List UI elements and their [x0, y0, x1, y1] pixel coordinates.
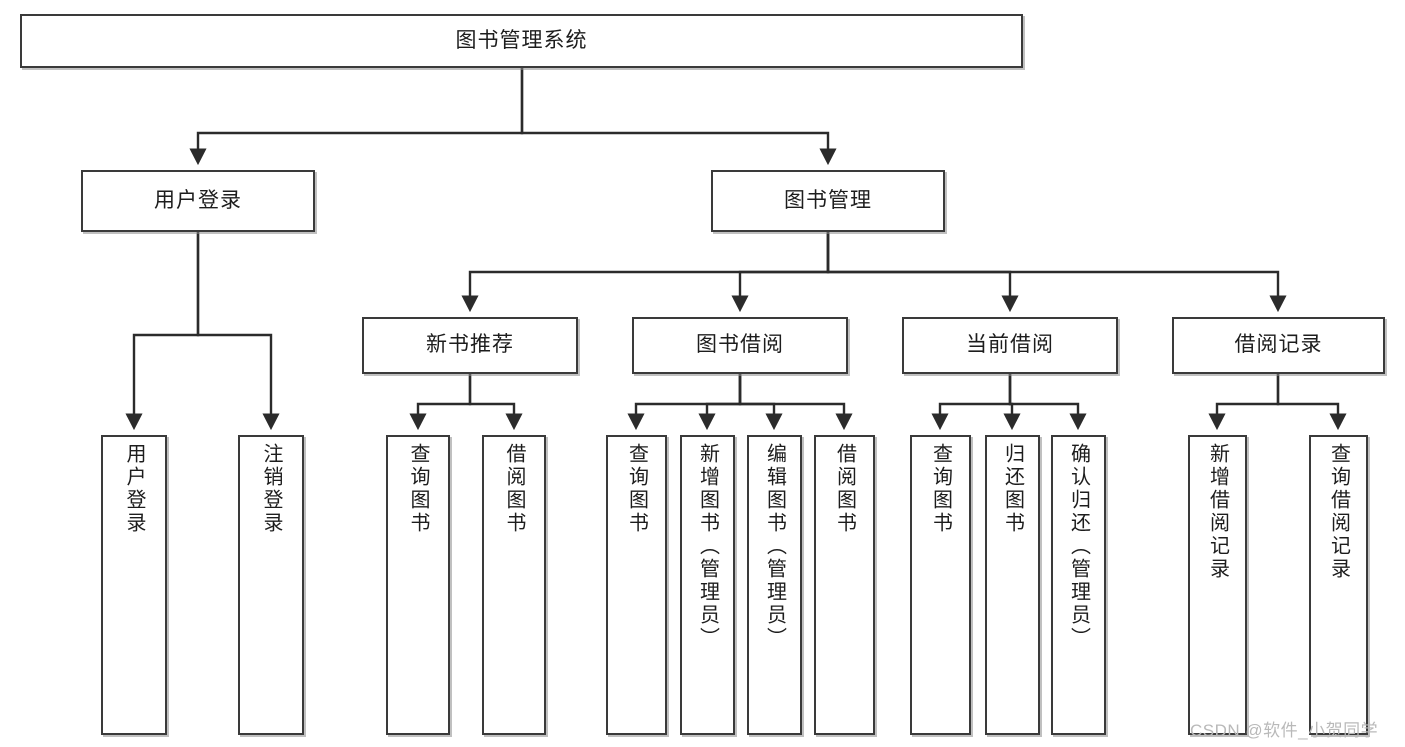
- node-label: 用户登录: [154, 188, 242, 212]
- edge-current-borrow-to-leaf-return-book-cb: [1003, 374, 1021, 431]
- node-label: 归还图书: [1001, 443, 1024, 535]
- leaf-node-leaf-borrow-book-rec[interactable]: 借阅图书: [482, 435, 546, 735]
- edge-root-to-user-login: [189, 68, 524, 166]
- leaf-node-leaf-user-login[interactable]: 用户登录: [101, 435, 167, 735]
- leaf-node-leaf-query-book-rec[interactable]: 查询图书: [386, 435, 450, 735]
- leaf-node-leaf-logout[interactable]: 注销登录: [238, 435, 304, 735]
- leaf-node-leaf-borrow-book-bb[interactable]: 借阅图书: [814, 435, 875, 735]
- leaf-node-leaf-query-book-cb[interactable]: 查询图书: [910, 435, 971, 735]
- node-label: 新增借阅记录: [1206, 443, 1229, 581]
- level3-node-current-borrow[interactable]: 当前借阅: [902, 317, 1118, 374]
- node-label: 图书管理: [784, 188, 872, 212]
- node-label: 查询图书: [929, 443, 952, 535]
- leaf-node-leaf-edit-book-bb[interactable]: 编辑图书（管理员）: [747, 435, 802, 735]
- edge-current-borrow-to-leaf-confirm-return-cb: [1008, 374, 1087, 431]
- edge-book-manage-to-borrow-record: [826, 232, 1287, 313]
- leaf-node-leaf-add-record-br[interactable]: 新增借阅记录: [1188, 435, 1247, 735]
- level3-node-borrow-record[interactable]: 借阅记录: [1172, 317, 1385, 374]
- edge-book-manage-to-book-borrow: [731, 232, 830, 313]
- node-label: 借阅图书: [503, 443, 525, 535]
- edge-current-borrow-to-leaf-query-book-cb: [931, 374, 1012, 431]
- node-label: 用户登录: [123, 443, 145, 535]
- edge-book-borrow-to-leaf-add-book-bb: [698, 374, 742, 431]
- level2-node-user-login[interactable]: 用户登录: [81, 170, 315, 232]
- node-label: 注销登录: [260, 443, 282, 535]
- edge-borrow-record-to-leaf-add-record-br: [1208, 374, 1280, 431]
- node-label: 新增图书（管理员）: [696, 443, 719, 650]
- leaf-node-leaf-confirm-return-cb[interactable]: 确认归还（管理员）: [1051, 435, 1106, 735]
- edge-root-to-book-manage: [520, 68, 837, 166]
- node-label: 借阅记录: [1234, 333, 1323, 357]
- node-label: 查询借阅记录: [1327, 443, 1350, 581]
- edge-new-book-rec-to-leaf-borrow-book-rec: [468, 374, 523, 431]
- edge-book-manage-to-current-borrow: [826, 232, 1019, 313]
- edge-book-manage-to-new-book-rec: [461, 232, 830, 313]
- leaf-node-leaf-query-record-br[interactable]: 查询借阅记录: [1309, 435, 1368, 735]
- root-node-root[interactable]: 图书管理系统: [20, 14, 1023, 68]
- level3-node-new-book-rec[interactable]: 新书推荐: [362, 317, 578, 374]
- node-label: 当前借阅: [966, 333, 1054, 357]
- csdn-watermark: CSDN @软件_小贺同学: [1190, 721, 1379, 740]
- level2-node-book-manage[interactable]: 图书管理: [711, 170, 945, 232]
- node-label: 图书借阅: [696, 333, 784, 357]
- node-label: 借阅图书: [833, 443, 856, 535]
- node-label: 查询图书: [625, 443, 648, 535]
- edge-borrow-record-to-leaf-query-record-br: [1276, 374, 1347, 431]
- node-label: 确认归还（管理员）: [1067, 443, 1090, 650]
- node-label: 编辑图书（管理员）: [763, 443, 786, 650]
- edge-new-book-rec-to-leaf-query-book-rec: [409, 374, 472, 431]
- leaf-node-leaf-query-book-bb[interactable]: 查询图书: [606, 435, 667, 735]
- node-label: 图书管理系统: [455, 28, 588, 52]
- leaf-node-leaf-return-book-cb[interactable]: 归还图书: [985, 435, 1040, 735]
- edge-book-borrow-to-leaf-edit-book-bb: [738, 374, 783, 431]
- edge-book-borrow-to-leaf-borrow-book-bb: [738, 374, 853, 431]
- node-label: 查询图书: [407, 443, 429, 535]
- edge-user-login-to-leaf-logout: [196, 232, 280, 431]
- leaf-node-leaf-add-book-bb[interactable]: 新增图书（管理员）: [680, 435, 735, 735]
- edge-book-borrow-to-leaf-query-book-bb: [627, 374, 742, 431]
- node-label: 新书推荐: [426, 333, 514, 357]
- level3-node-book-borrow[interactable]: 图书借阅: [632, 317, 848, 374]
- edge-user-login-to-leaf-user-login: [125, 232, 200, 431]
